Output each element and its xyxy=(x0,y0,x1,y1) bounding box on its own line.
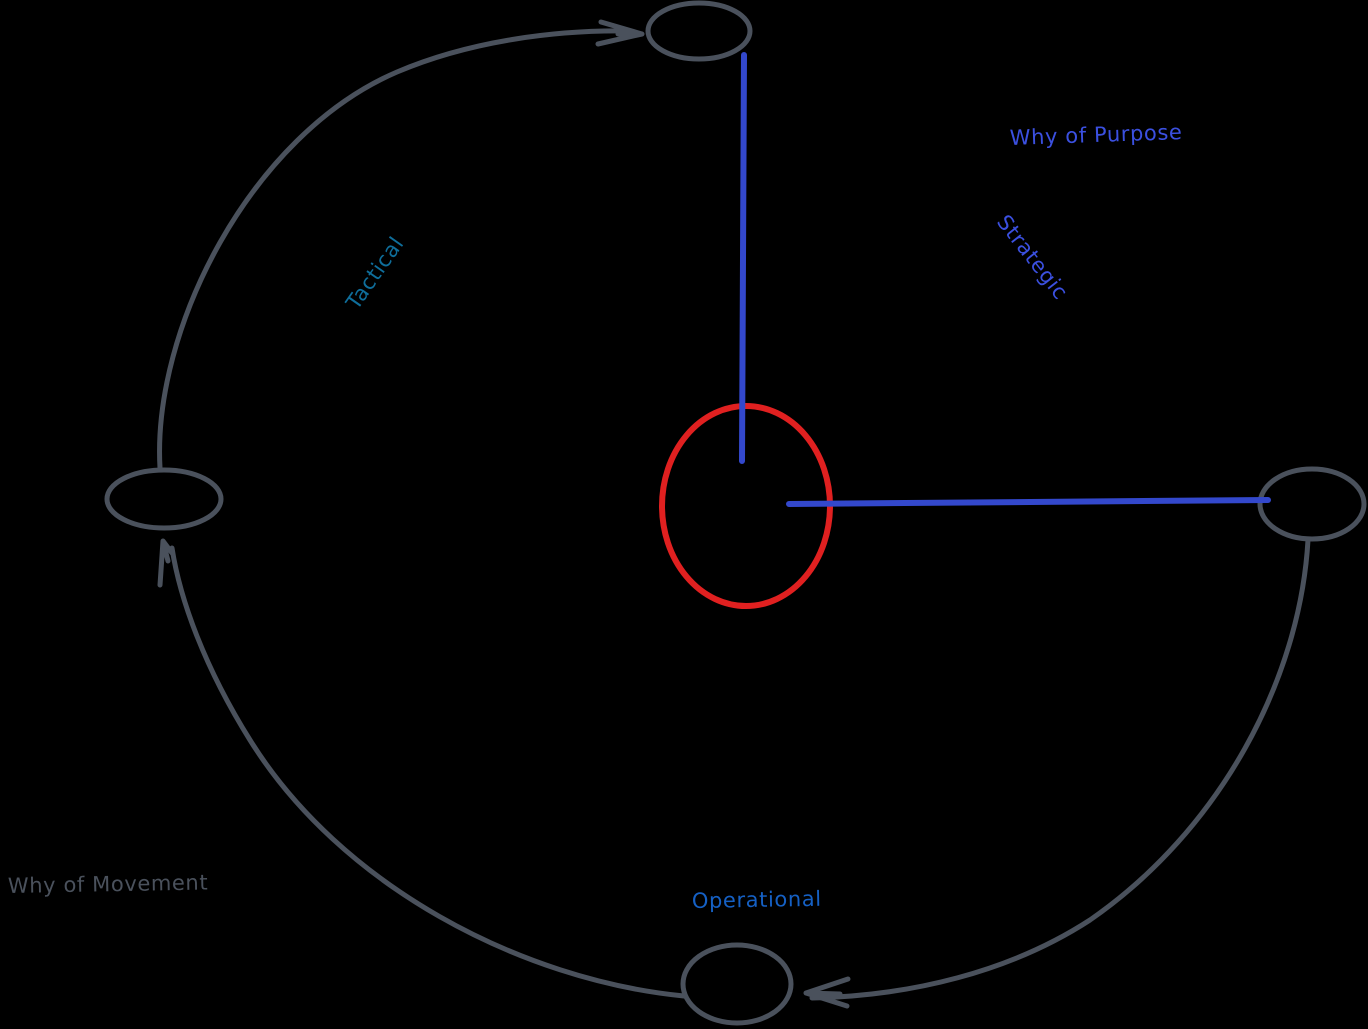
label-why-of-movement: Why of Movement xyxy=(8,871,209,898)
arrowheads-layer xyxy=(157,19,851,1009)
arcs-layer xyxy=(157,28,1311,1001)
arc-right-to-bottom xyxy=(809,537,1311,1001)
arrowhead-into-bottom-node xyxy=(803,976,851,1009)
arrowhead-into-top-node xyxy=(595,19,645,47)
axes-layer xyxy=(739,52,1271,507)
horizontal-axis-line xyxy=(786,497,1271,507)
top-node-ellipse[interactable] xyxy=(645,0,753,62)
label-strategic: Strategic xyxy=(992,210,1073,304)
right-node-ellipse[interactable] xyxy=(1257,466,1367,542)
vertical-axis-line xyxy=(739,52,747,464)
nodes-layer xyxy=(104,0,1367,1026)
label-operational: Operational xyxy=(692,887,822,913)
label-why-of-purpose: Why of Purpose xyxy=(1009,120,1183,150)
left-node-ellipse[interactable] xyxy=(104,467,224,531)
arrowhead-into-left-node xyxy=(157,538,175,588)
label-tactical: Tactical xyxy=(341,232,409,314)
bottom-node-ellipse[interactable] xyxy=(680,942,794,1026)
arc-left-to-top xyxy=(157,28,630,471)
arc-bottom-to-left xyxy=(169,545,687,999)
